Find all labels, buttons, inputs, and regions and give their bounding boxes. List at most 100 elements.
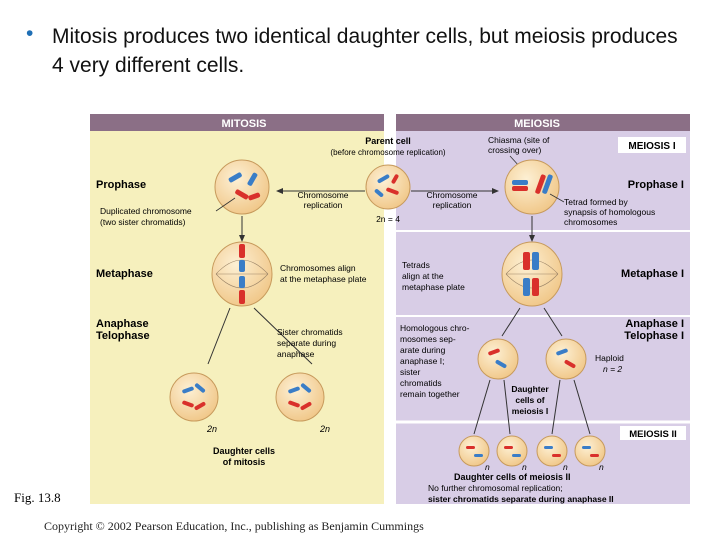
chromosome [532,252,539,270]
chromosome [288,386,300,394]
chromosome [239,260,245,272]
chromosome [239,290,245,304]
sister-chromatids-label-3: anaphase [277,349,315,359]
chromosome [552,454,561,457]
chromosome [495,360,507,368]
telophase-label: Telophase [96,330,150,342]
anaphase-label: Anaphase [96,318,149,330]
chromosome [288,400,300,408]
mitosis-daughter-cell [169,372,219,422]
meiosis-ii-label: MEIOSIS II [629,429,677,440]
two-n-mitosis-left: 2n [206,424,217,434]
tetrads-label-2: align at the [402,271,444,281]
homologous-label-3: arate during [400,345,446,355]
mitosis-meiosis-diagram: MITOSIS MEIOSIS Parent cell (before chro… [90,114,690,504]
parent-cell-sublabel: (before chromosome replication) [330,148,445,157]
chromosome [377,174,390,183]
n-label: n [485,462,490,472]
no-further-replication-label-2: sister chromatids separate during anapha… [428,494,614,504]
metaphase-i-label: Metaphase I [621,268,684,280]
daughter-meiosis-i-label-2: cells of [515,395,544,405]
figure-number: Fig. 13.8 [14,490,61,505]
chromosome [544,446,553,449]
duplicated-chromosome-label-2: (two sister chromatids) [100,217,186,227]
arrow-down [573,379,591,435]
homologous-label-6: chromatids [400,378,442,388]
chromosome-replication-left: Chromosome [297,190,348,200]
chromosome [542,174,553,194]
chiasma-label-2: crossing over) [488,145,542,155]
two-n-label: 2n = 4 [376,214,400,224]
homologous-label-4: anaphase I; [400,356,444,366]
chromosome [228,172,242,183]
chromosome [590,454,599,457]
meiosis-ii-daughter-cell [496,435,528,467]
slide-headline: Mitosis produces two identical daughter … [52,25,678,77]
mitosis-header: MITOSIS [221,118,266,130]
n-label: n [563,462,568,472]
chromosome [582,446,591,449]
chromosome [504,446,513,449]
prophase-label: Prophase [96,179,146,191]
chromosome [300,402,312,410]
chromosome [248,192,261,201]
chromosome [512,186,528,191]
n2-label: n = 2 [603,364,622,374]
mitosis-header-bar [90,114,384,131]
two-n-mitosis-right: 2n [319,424,330,434]
chromosome [512,454,521,457]
chromosome [182,400,194,408]
daughter-cells-mitosis-label: Daughter cells [213,446,275,456]
chromosomes-align-label-2: at the metaphase plate [280,274,367,284]
chromosome [474,454,483,457]
chromosome [523,252,530,270]
chromosome [182,386,194,394]
parent-cell-label: Parent cell [365,136,411,146]
tetrads-label-3: metaphase plate [402,282,465,292]
haploid-label: Haploid [595,353,624,363]
chromosome [235,189,249,200]
chromosome-replication-left-2: replication [304,200,343,210]
daughter-meiosis-i-label-3: meiosis I [512,406,548,416]
duplicated-chromosome-label: Duplicated chromosome [100,206,192,216]
arrow-down [503,379,511,435]
meiosis-header-bar [396,114,690,131]
homologous-label-2: mosomes sep- [400,334,456,344]
homologous-label-5: sister [400,367,420,377]
mitosis-daughter-cell [275,372,325,422]
telophase-i-label: Telophase I [624,330,684,342]
chromosome [523,278,530,296]
tetrad-label: Tetrad formed by [564,197,629,207]
arrow-down [501,307,521,337]
meiosis-ii-daughter-cell [536,435,568,467]
chromosome [466,446,475,449]
n-label: n [599,462,604,472]
arrow-down [207,307,231,365]
chromosome [239,244,245,258]
tetrads-label: Tetrads [402,260,430,270]
arrowhead [529,235,535,242]
arrow-down [473,379,491,435]
meiosis-i-daughter-cell [477,338,519,380]
daughter-cells-meiosis-ii-label: Daughter cells of meiosis II [454,472,571,482]
arrowhead [276,188,283,194]
pointer-line [215,197,236,212]
chromosome [556,348,568,356]
tetrad-label-3: chromosomes [564,217,617,227]
meiosis-i-tag [618,137,686,153]
chromosome [194,402,206,410]
chromosome [512,180,528,185]
meiosis-prophase-i-cell [504,159,560,215]
arrowhead [239,235,245,242]
arrowhead [492,188,499,194]
meiosis-header: MEIOSIS [514,118,560,130]
homologous-label-1: Homologous chro- [400,323,470,333]
chromosome [386,187,399,195]
metaphase-label: Metaphase [96,268,153,280]
meiosis-i-label: MEIOSIS I [628,141,675,152]
chromosome [535,174,546,194]
no-further-replication-label: No further chromosomal replication; [428,483,563,493]
chromosome [374,189,384,197]
meiosis-ii-daughter-cell [574,435,606,467]
pointer-line [549,193,565,203]
